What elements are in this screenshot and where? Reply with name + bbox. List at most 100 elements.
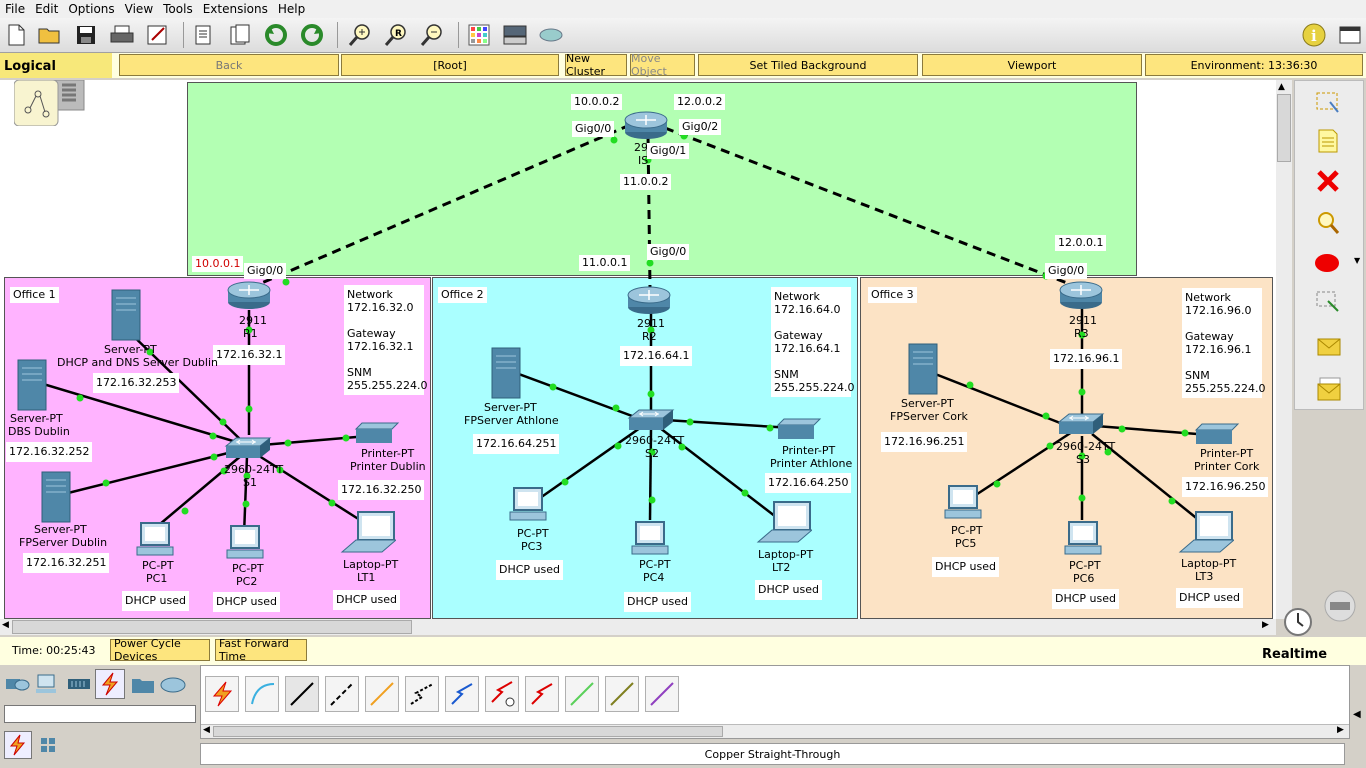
cable-scroll-thumb[interactable] (213, 726, 723, 737)
logical-view-icon[interactable] (13, 80, 86, 127)
add-simple-pdu-icon[interactable] (1302, 328, 1354, 366)
undo-icon[interactable] (262, 21, 290, 49)
r1-router-icon[interactable] (227, 280, 271, 313)
multiuser-icon[interactable] (158, 669, 188, 699)
network-devices-icon[interactable] (2, 669, 32, 699)
dbs-server-icon[interactable] (16, 358, 48, 415)
zoom-in-icon[interactable] (346, 21, 374, 49)
realtime-clock-icon[interactable] (1282, 606, 1314, 641)
draw-ellipse-icon[interactable] (1302, 244, 1354, 282)
pc3-icon[interactable] (508, 486, 548, 525)
scroll-right-icon[interactable]: ▶ (1262, 620, 1269, 630)
fiber-icon[interactable] (365, 676, 399, 712)
print-icon[interactable] (108, 21, 136, 49)
pc5-icon[interactable] (943, 484, 983, 523)
miscellaneous-icon[interactable] (128, 669, 158, 699)
components-icon[interactable] (64, 669, 94, 699)
r3-router-icon[interactable] (1059, 280, 1103, 313)
fast-forward-button[interactable]: Fast Forward Time (215, 637, 307, 663)
bottom-panel-left-icon[interactable]: ◀ (1353, 709, 1361, 720)
r2-router-icon[interactable] (627, 285, 671, 318)
cable-scroll-left-icon[interactable]: ◀ (203, 725, 210, 735)
select-icon[interactable] (1302, 84, 1354, 122)
panel-collapse-icon[interactable] (1322, 588, 1358, 627)
connections-icon[interactable] (95, 669, 125, 699)
auto-connection-icon[interactable] (205, 676, 239, 712)
scroll-up-icon[interactable]: ▲ (1278, 82, 1285, 92)
zoom-out-icon[interactable] (418, 21, 446, 49)
usb-cable-icon[interactable] (645, 676, 679, 712)
pc1-icon[interactable] (135, 521, 175, 560)
shape-dropdown-icon[interactable]: ▼ (1354, 256, 1361, 265)
back-button[interactable]: Back (119, 54, 339, 76)
activity-wizard-icon[interactable] (144, 21, 172, 49)
coaxial-icon[interactable] (445, 676, 479, 712)
s2-switch-icon[interactable] (627, 408, 675, 437)
octal-cable-icon[interactable] (565, 676, 599, 712)
window-toggle-icon[interactable] (1336, 21, 1364, 49)
place-note-icon[interactable] (1302, 122, 1354, 160)
logical-tab[interactable]: Logical (0, 53, 112, 78)
dhcp-dns-server-icon[interactable] (110, 288, 142, 345)
palette-icon[interactable] (465, 21, 493, 49)
resize-shape-icon[interactable] (1302, 284, 1354, 322)
pc2-icon[interactable] (225, 524, 265, 563)
end-devices-icon[interactable] (32, 669, 62, 699)
environment-button[interactable]: Environment: 13:36:30 (1145, 54, 1363, 76)
cable-scroll-right-icon[interactable]: ▶ (1337, 725, 1344, 735)
tiled-background-button[interactable]: Set Tiled Background (698, 54, 918, 76)
copper-cross-over-icon[interactable] (325, 676, 359, 712)
logical-workspace[interactable]: 29 IS 10.0.0.2 12.0.0.2 Gig0/0 Gig0/2 Gi… (0, 80, 1276, 619)
open-folder-icon[interactable] (36, 21, 64, 49)
console-cable-icon[interactable] (245, 676, 279, 712)
horizontal-scroll-thumb[interactable] (12, 620, 412, 634)
fp-server-dublin-icon[interactable] (40, 470, 72, 527)
phone-cable-icon[interactable] (405, 676, 439, 712)
copper-straight-through-icon[interactable] (285, 676, 319, 712)
laptop-lt3-icon[interactable] (1178, 510, 1236, 557)
custom-device-icon[interactable] (501, 21, 529, 49)
realtime-mode-tab[interactable]: Realtime (1262, 647, 1328, 662)
menu-tools[interactable]: Tools (163, 2, 193, 16)
redo-icon[interactable] (298, 21, 326, 49)
laptop-lt1-icon[interactable] (340, 510, 398, 557)
device-search-field[interactable] (4, 705, 196, 723)
menu-view[interactable]: View (124, 2, 154, 16)
serial-dce-icon[interactable] (485, 676, 519, 712)
root-breadcrumb[interactable]: [Root] (341, 54, 559, 76)
grid-view-icon[interactable] (40, 737, 56, 756)
new-file-icon[interactable] (2, 21, 30, 49)
fp-server-cork-icon[interactable] (907, 342, 939, 399)
iot-custom-cable-icon[interactable] (605, 676, 639, 712)
copy-icon[interactable] (190, 21, 218, 49)
isp-router-icon[interactable] (624, 110, 668, 143)
power-cycle-button[interactable]: Power Cycle Devices (110, 637, 210, 663)
menu-options[interactable]: Options (68, 2, 115, 16)
menu-help[interactable]: Help (277, 2, 306, 16)
move-object-button[interactable]: Move Object (630, 52, 695, 78)
printer-cork-icon[interactable] (1194, 422, 1240, 451)
pc4-icon[interactable] (630, 520, 670, 559)
s3-switch-icon[interactable] (1057, 412, 1105, 441)
new-cluster-button[interactable]: New Cluster (565, 52, 627, 78)
printer-dublin-icon[interactable] (354, 421, 400, 450)
save-icon[interactable] (72, 21, 100, 49)
menu-file[interactable]: File (5, 2, 26, 16)
paste-icon[interactable] (226, 21, 254, 49)
network-info-icon[interactable] (537, 21, 565, 49)
s1-switch-icon[interactable] (224, 436, 272, 465)
printer-athlone-icon[interactable] (776, 417, 822, 446)
connections-subtype-icon[interactable] (4, 731, 32, 759)
viewport-button[interactable]: Viewport (922, 54, 1142, 76)
vertical-scrollbar[interactable]: ▲ (1276, 80, 1292, 619)
help-info-icon[interactable]: i (1300, 21, 1328, 49)
horizontal-scrollbar[interactable]: ◀ ▶ (0, 619, 1276, 635)
delete-icon[interactable] (1302, 162, 1354, 200)
laptop-lt2-icon[interactable] (756, 500, 814, 547)
menu-edit[interactable]: Edit (35, 2, 59, 16)
inspect-icon[interactable] (1302, 204, 1354, 242)
zoom-reset-icon[interactable]: R (382, 21, 410, 49)
fp-server-athlone-icon[interactable] (490, 346, 522, 403)
menu-extensions[interactable]: Extensions (202, 2, 268, 16)
pc6-icon[interactable] (1063, 520, 1103, 559)
